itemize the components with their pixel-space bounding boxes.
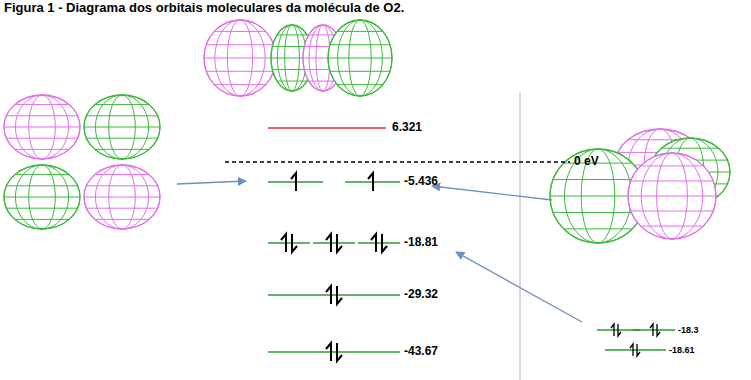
energy-value: -5.436 (404, 175, 438, 189)
level-lines (268, 182, 675, 352)
energy-value: 6.321 (392, 121, 422, 135)
zero-line (225, 161, 570, 163)
figure-title: Figura 1 - Diagrama dos orbitais molecul… (2, 0, 406, 15)
separator-line (520, 92, 521, 380)
pointer-arrows (177, 181, 582, 322)
energy-value: -18.3 (678, 325, 699, 335)
electron-arrows (281, 173, 660, 361)
energy-value: -29.32 (404, 288, 438, 302)
energy-value: -18.81 (404, 236, 438, 250)
energy-value: 0 eV (574, 155, 599, 169)
energy-value: -18.61 (669, 345, 695, 355)
level-line (268, 127, 386, 129)
energy-value: -43.67 (404, 345, 438, 359)
